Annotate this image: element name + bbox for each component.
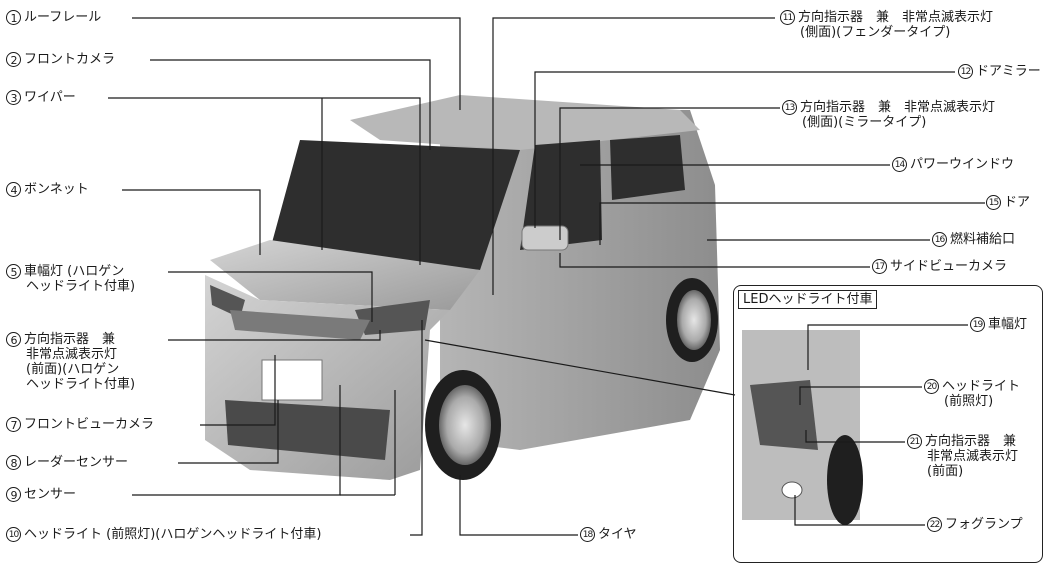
leader-lines	[108, 17, 985, 536]
rear-side-window	[610, 135, 685, 200]
front-side-window	[520, 140, 602, 250]
lower-grille	[225, 400, 390, 460]
inset-headlight	[750, 380, 818, 450]
front-wheel-rim	[439, 385, 491, 465]
car-roof	[350, 95, 700, 150]
inset-fog-lamp	[781, 481, 803, 499]
license-plate	[261, 359, 323, 401]
car-side-panel	[440, 110, 720, 450]
windshield	[270, 140, 520, 270]
front-grille	[230, 310, 370, 340]
rear-wheel-rim	[677, 290, 711, 350]
inset-wheel	[827, 435, 863, 525]
door-mirror-shape	[521, 225, 569, 251]
left-headlight	[210, 285, 245, 318]
led-inset-frame	[733, 285, 1043, 563]
car-hood	[210, 240, 480, 310]
right-headlight	[355, 300, 430, 335]
inset-title: LEDヘッドライト付車	[738, 290, 878, 309]
